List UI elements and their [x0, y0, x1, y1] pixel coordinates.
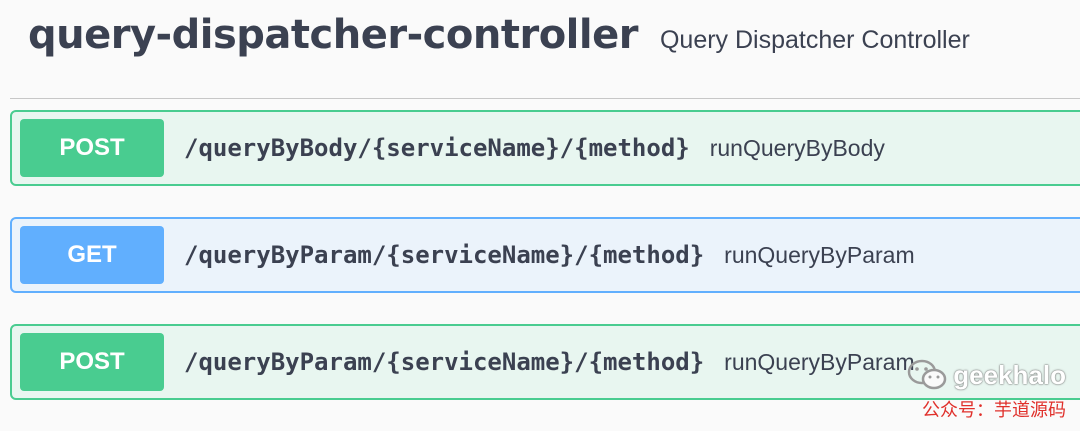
- operation-post-query-by-param[interactable]: POST /queryByParam/{serviceName}/{method…: [10, 324, 1080, 400]
- method-badge-post: POST: [20, 119, 164, 177]
- operation-summary: runQueryByBody: [709, 134, 885, 161]
- operation-path: /queryByParam/{serviceName}/{method}: [184, 348, 705, 376]
- operation-path: /queryByBody/{serviceName}/{method}: [184, 134, 690, 162]
- operation-path: /queryByParam/{serviceName}/{method}: [184, 241, 705, 269]
- method-badge-post: POST: [20, 333, 164, 391]
- tag-title: query-dispatcher-controller: [28, 12, 638, 58]
- operation-summary: runQueryByParam: [724, 241, 915, 268]
- method-badge-get: GET: [20, 226, 164, 284]
- tag-description: Query Dispatcher Controller: [659, 26, 970, 54]
- operation-post-query-by-body[interactable]: POST /queryByBody/{serviceName}/{method}…: [10, 110, 1080, 186]
- operation-get-query-by-param[interactable]: GET /queryByParam/{serviceName}/{method}…: [10, 217, 1080, 293]
- tag-header[interactable]: query-dispatcher-controller Query Dispat…: [28, 12, 970, 58]
- operation-summary: runQueryByParam: [724, 348, 915, 375]
- header-divider: [10, 98, 1080, 99]
